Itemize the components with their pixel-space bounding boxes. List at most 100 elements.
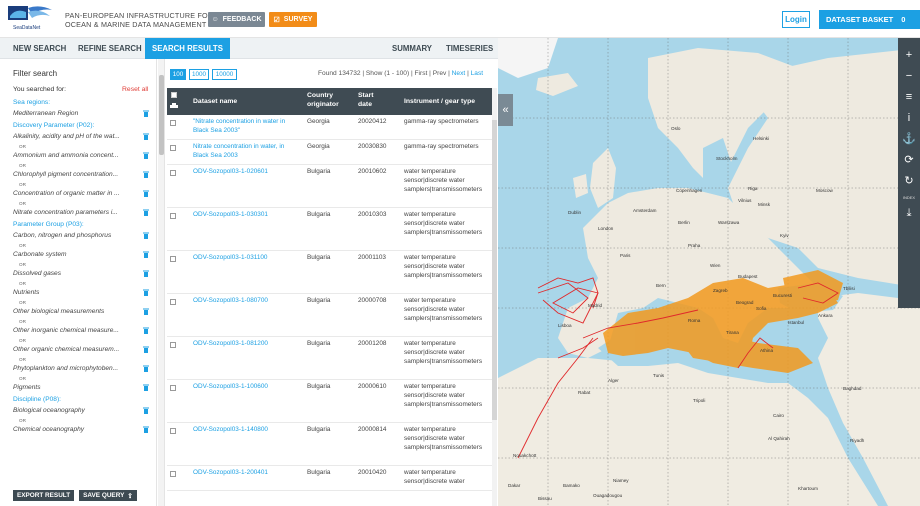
filter-item[interactable]: Other organic chemical measurem... xyxy=(13,344,153,356)
row-checkbox[interactable] xyxy=(170,145,176,151)
next-page-link[interactable]: Next xyxy=(451,70,466,77)
index-label[interactable]: INDEX xyxy=(902,194,916,200)
tab-search-results[interactable]: SEARCH RESULTS xyxy=(145,38,230,59)
row-checkbox[interactable] xyxy=(170,428,176,434)
feedback-button[interactable]: ☺ FEEDBACK xyxy=(208,12,265,27)
row-checkbox[interactable] xyxy=(170,299,176,305)
export-result-button[interactable]: EXPORT RESULT xyxy=(13,490,75,501)
row-checkbox[interactable] xyxy=(170,342,176,348)
seadatanet-logo[interactable] xyxy=(6,4,54,34)
filter-item[interactable]: Chlorophyll pigment concentration... xyxy=(13,169,153,181)
trash-icon[interactable] xyxy=(143,327,149,334)
page-size-100[interactable]: 100 xyxy=(170,69,186,80)
trash-icon[interactable] xyxy=(143,209,149,216)
trash-icon[interactable] xyxy=(143,152,149,159)
filter-scrollbar-thumb[interactable] xyxy=(159,75,164,155)
row-checkbox[interactable] xyxy=(170,256,176,262)
filter-item[interactable]: Nutrients xyxy=(13,287,153,299)
save-query-button[interactable]: SAVE QUERY ⇪ xyxy=(79,490,137,501)
filter-item[interactable]: Phytoplankton and microphytoben... xyxy=(13,363,153,375)
dataset-name-link[interactable]: "Nitrate concentration in water in Black… xyxy=(193,118,286,134)
country-cell: Georgia xyxy=(307,143,330,150)
trash-icon[interactable] xyxy=(143,133,149,140)
layers-icon[interactable]: ≡ xyxy=(905,90,913,103)
filter-item[interactable]: Chemical oceanography xyxy=(13,424,153,436)
dataset-name-link[interactable]: ODV-Sozopol03-1-140800 xyxy=(193,426,268,433)
trash-icon[interactable] xyxy=(143,365,149,372)
table-row: "Nitrate concentration in water in Black… xyxy=(167,115,492,140)
column-start-date[interactable]: Start date xyxy=(358,92,374,108)
tab-timeseries[interactable]: TIMESERIES xyxy=(446,44,494,53)
trash-icon[interactable] xyxy=(143,384,149,391)
zoom-out-icon[interactable]: − xyxy=(905,69,913,82)
trash-icon[interactable] xyxy=(143,308,149,315)
trash-icon[interactable] xyxy=(143,171,149,178)
trash-icon[interactable] xyxy=(143,270,149,277)
trash-icon[interactable] xyxy=(143,426,149,433)
filter-item[interactable]: Mediterranean Region xyxy=(13,108,153,120)
login-button[interactable]: Login xyxy=(782,11,810,28)
row-checkbox[interactable] xyxy=(170,385,176,391)
dataset-name-link[interactable]: ODV-Sozopol03-1-080700 xyxy=(193,297,268,304)
trash-icon[interactable] xyxy=(143,289,149,296)
filter-item[interactable]: Other biological measurements xyxy=(13,306,153,318)
filter-item[interactable]: Concentration of organic matter in ... xyxy=(13,188,153,200)
filter-or-separator: OR xyxy=(13,143,153,150)
survey-button[interactable]: ☑ SURVEY xyxy=(269,12,317,27)
tab-refine-search[interactable]: REFINE SEARCH xyxy=(78,44,142,53)
filter-item[interactable]: Dissolved gases xyxy=(13,268,153,280)
dataset-name-link[interactable]: ODV-Sozopol03-1-200401 xyxy=(193,469,268,476)
anchor-icon[interactable]: ⚓ xyxy=(902,133,916,145)
select-all-checkbox[interactable] xyxy=(171,92,177,98)
row-checkbox[interactable] xyxy=(170,170,176,176)
tab-new-search[interactable]: NEW SEARCH xyxy=(13,44,67,53)
reset-all-link[interactable]: Reset all xyxy=(122,86,149,93)
filter-item[interactable]: Biological oceanography xyxy=(13,405,153,417)
column-instrument[interactable]: Instrument / gear type xyxy=(404,98,476,105)
filter-item[interactable]: Carbon, nitrogen and phosphorus xyxy=(13,230,153,242)
download-icon[interactable]: ⤓ xyxy=(906,207,912,219)
filter-item[interactable]: Other inorganic chemical measure... xyxy=(13,325,153,337)
refresh-icon[interactable]: ⟳ xyxy=(904,154,914,166)
filter-item[interactable]: Ammonium and ammonia concent... xyxy=(13,150,153,162)
info-icon[interactable]: i xyxy=(907,111,911,124)
map-place-label: Ouagadougou xyxy=(593,493,623,498)
trash-icon[interactable] xyxy=(143,346,149,353)
instrument-cell: gamma-ray spectrometers xyxy=(404,118,479,125)
dataset-name-link[interactable]: ODV-Sozopol03-1-030301 xyxy=(193,211,268,218)
dataset-name-link[interactable]: Nitrate concentration in water, in Black… xyxy=(193,143,285,159)
column-dataset-name[interactable]: Dataset name xyxy=(193,98,238,105)
zoom-in-icon[interactable]: + xyxy=(905,48,913,61)
filter-item[interactable]: Carbonate system xyxy=(13,249,153,261)
row-checkbox[interactable] xyxy=(170,471,176,477)
filter-scrollbar[interactable] xyxy=(158,59,165,506)
row-checkbox[interactable] xyxy=(170,120,176,126)
dataset-basket-button[interactable]: DATASET BASKET 0 xyxy=(819,10,920,29)
dataset-name-link[interactable]: ODV-Sozopol03-1-031100 xyxy=(193,254,268,261)
page-size-1000[interactable]: 1000 xyxy=(189,69,209,80)
rotate-icon[interactable]: ↻ xyxy=(904,175,914,187)
page-size-10000[interactable]: 10000 xyxy=(212,69,237,80)
trash-icon[interactable] xyxy=(143,110,149,117)
results-scrollbar[interactable] xyxy=(492,88,497,506)
results-scrollbar-thumb[interactable] xyxy=(492,120,497,420)
row-checkbox[interactable] xyxy=(170,213,176,219)
map-canvas[interactable] xyxy=(498,38,920,506)
dataset-name-link[interactable]: ODV-Sozopol03-1-081200 xyxy=(193,340,268,347)
dataset-name-link[interactable]: ODV-Sozopol03-1-100600 xyxy=(193,383,268,390)
trash-icon[interactable] xyxy=(143,251,149,258)
trash-icon[interactable] xyxy=(143,232,149,239)
last-page-link[interactable]: Last xyxy=(470,70,484,77)
print-icon[interactable] xyxy=(170,103,178,109)
collapse-panel-button[interactable]: « xyxy=(498,94,513,126)
filter-item[interactable]: Alkalinity, acidity and pH of the wat... xyxy=(13,131,153,143)
filter-item[interactable]: Nitrate concentration parameters i... xyxy=(13,207,153,219)
column-country-originator[interactable]: Country originator xyxy=(307,92,339,108)
trash-icon[interactable] xyxy=(143,407,149,414)
tab-summary[interactable]: SUMMARY xyxy=(392,44,432,53)
trash-icon[interactable] xyxy=(143,190,149,197)
dataset-name-link[interactable]: ODV-Sozopol03-1-020601 xyxy=(193,168,268,175)
filter-item[interactable]: Pigments xyxy=(13,382,153,394)
data-tracks-red xyxy=(517,277,839,459)
